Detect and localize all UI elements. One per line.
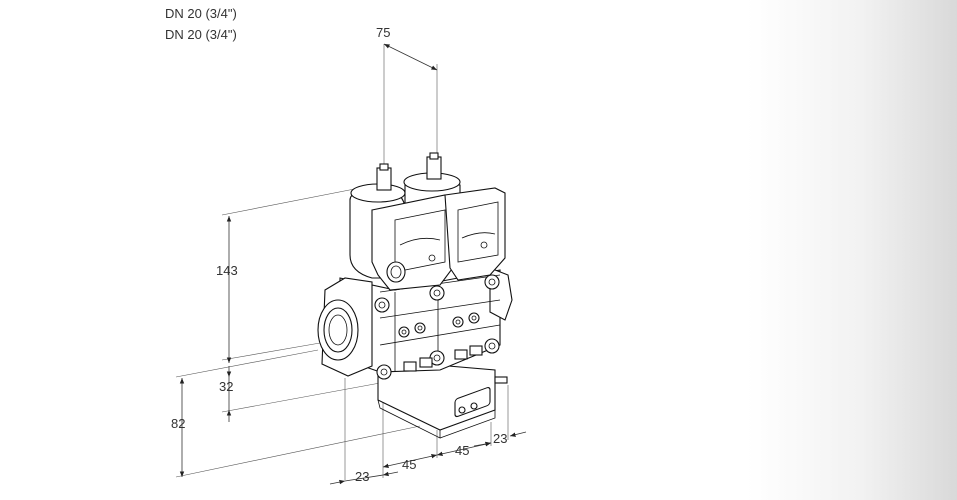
dim-label-45-b: 45 [455, 443, 469, 458]
dim-label-82: 82 [171, 416, 185, 431]
caption-nominal-size-2: DN 20 (3/4") [165, 27, 237, 42]
dimension-top-spacing: 75 [376, 25, 438, 170]
caption-nominal-size-1: DN 20 (3/4") [165, 6, 237, 21]
dim-label-143: 143 [216, 263, 238, 278]
dimension-bottom-chain: 23 45 45 23 [329, 378, 527, 485]
dim-label-45-a: 45 [402, 457, 416, 472]
double-valve-body [317, 152, 513, 439]
dimension-height-side: 82 [171, 349, 421, 478]
dim-label-32: 32 [219, 379, 233, 394]
dim-label-23-left: 23 [355, 469, 369, 484]
dimension-height-lower: 32 [219, 366, 381, 422]
dim-label-23-right: 23 [493, 431, 507, 446]
dimension-height-total: 143 [216, 184, 376, 363]
bolt-heads [374, 274, 500, 380]
dim-label-75: 75 [376, 25, 390, 40]
